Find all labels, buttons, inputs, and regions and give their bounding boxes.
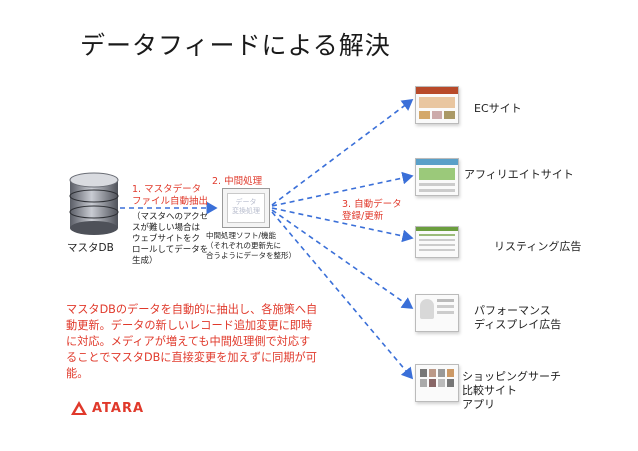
arrow-to-listing (271, 207, 414, 243)
step-process-note: 中間処理ソフト/機能 （それぞれの更新先に 合うようにデータを整形） (206, 231, 296, 261)
display-ad-thumbnail (415, 294, 459, 332)
atara-logo-icon (71, 401, 87, 415)
destination-line: 比較サイト (462, 384, 517, 397)
note-line: 合うようにデータを整形） (206, 251, 296, 260)
page-title: データフィードによる解決 (80, 31, 391, 60)
step-extract-label-2: ファイル自動抽出 (132, 196, 209, 207)
arrow-to-ec (271, 99, 414, 206)
destination-ec-site: ECサイト (474, 102, 522, 115)
destination-line: アプリ (462, 398, 495, 411)
destination-line: ディスプレイ広告 (474, 318, 562, 331)
process-box-inner: データ 変換処理 (227, 193, 265, 223)
step-extract-label-1: 1. マスタデータ (132, 184, 202, 195)
destination-line: パフォーマンス (474, 304, 551, 317)
listing-ad-thumbnail (415, 226, 459, 258)
arrow-to-affiliate (271, 171, 414, 207)
master-db-label: マスタDB (67, 242, 114, 254)
note-line: 中間処理ソフト/機能 (206, 231, 277, 240)
ec-site-thumbnail (415, 86, 459, 124)
database-icon (69, 172, 119, 235)
note-line: ロールしてデータを (132, 245, 209, 255)
process-box-text: データ 変換処理 (228, 198, 264, 216)
arrow-to-shopping (271, 211, 414, 380)
process-box: データ 変換処理 (222, 188, 270, 228)
note-line: （それぞれの更新先に (206, 241, 281, 250)
step-register-label-2: 登録/更新 (342, 211, 384, 222)
destination-line: ショッピングサーチ (462, 370, 561, 383)
process-box-line: 変換処理 (232, 207, 260, 215)
step-extract-note: （マスタへのアクセ スが難しい場合は ウェブサイトをク ロールしてデータを 生成… (132, 212, 208, 267)
step-process-label: 2. 中間処理 (212, 176, 263, 187)
note-line: 生成） (132, 256, 158, 266)
atara-logo: ATARA (70, 400, 144, 416)
affiliate-site-thumbnail (415, 158, 459, 196)
note-line: スが難しい場合は (132, 223, 201, 233)
shopping-search-thumbnail (415, 364, 459, 402)
arrow-to-display (271, 209, 414, 309)
process-box-line: データ (235, 198, 257, 206)
note-line: ウェブサイトをク (132, 234, 201, 244)
step-register-label-1: 3. 自動データ (342, 199, 402, 210)
note-line: （マスタへのアクセ (132, 212, 209, 222)
destination-display-ad: パフォーマンス ディスプレイ広告 (474, 304, 561, 332)
summary-text: マスタDBのデータを自動的に抽出し、各施策へ自動更新。データの新しいレコード追加… (66, 303, 318, 380)
destination-shopping-search: ショッピングサーチ 比較サイト アプリ (462, 370, 561, 412)
atara-logo-text: ATARA (92, 400, 145, 416)
destination-listing-ad: リスティング広告 (494, 240, 582, 253)
destination-affiliate-site: アフィリエイトサイト (464, 168, 574, 181)
